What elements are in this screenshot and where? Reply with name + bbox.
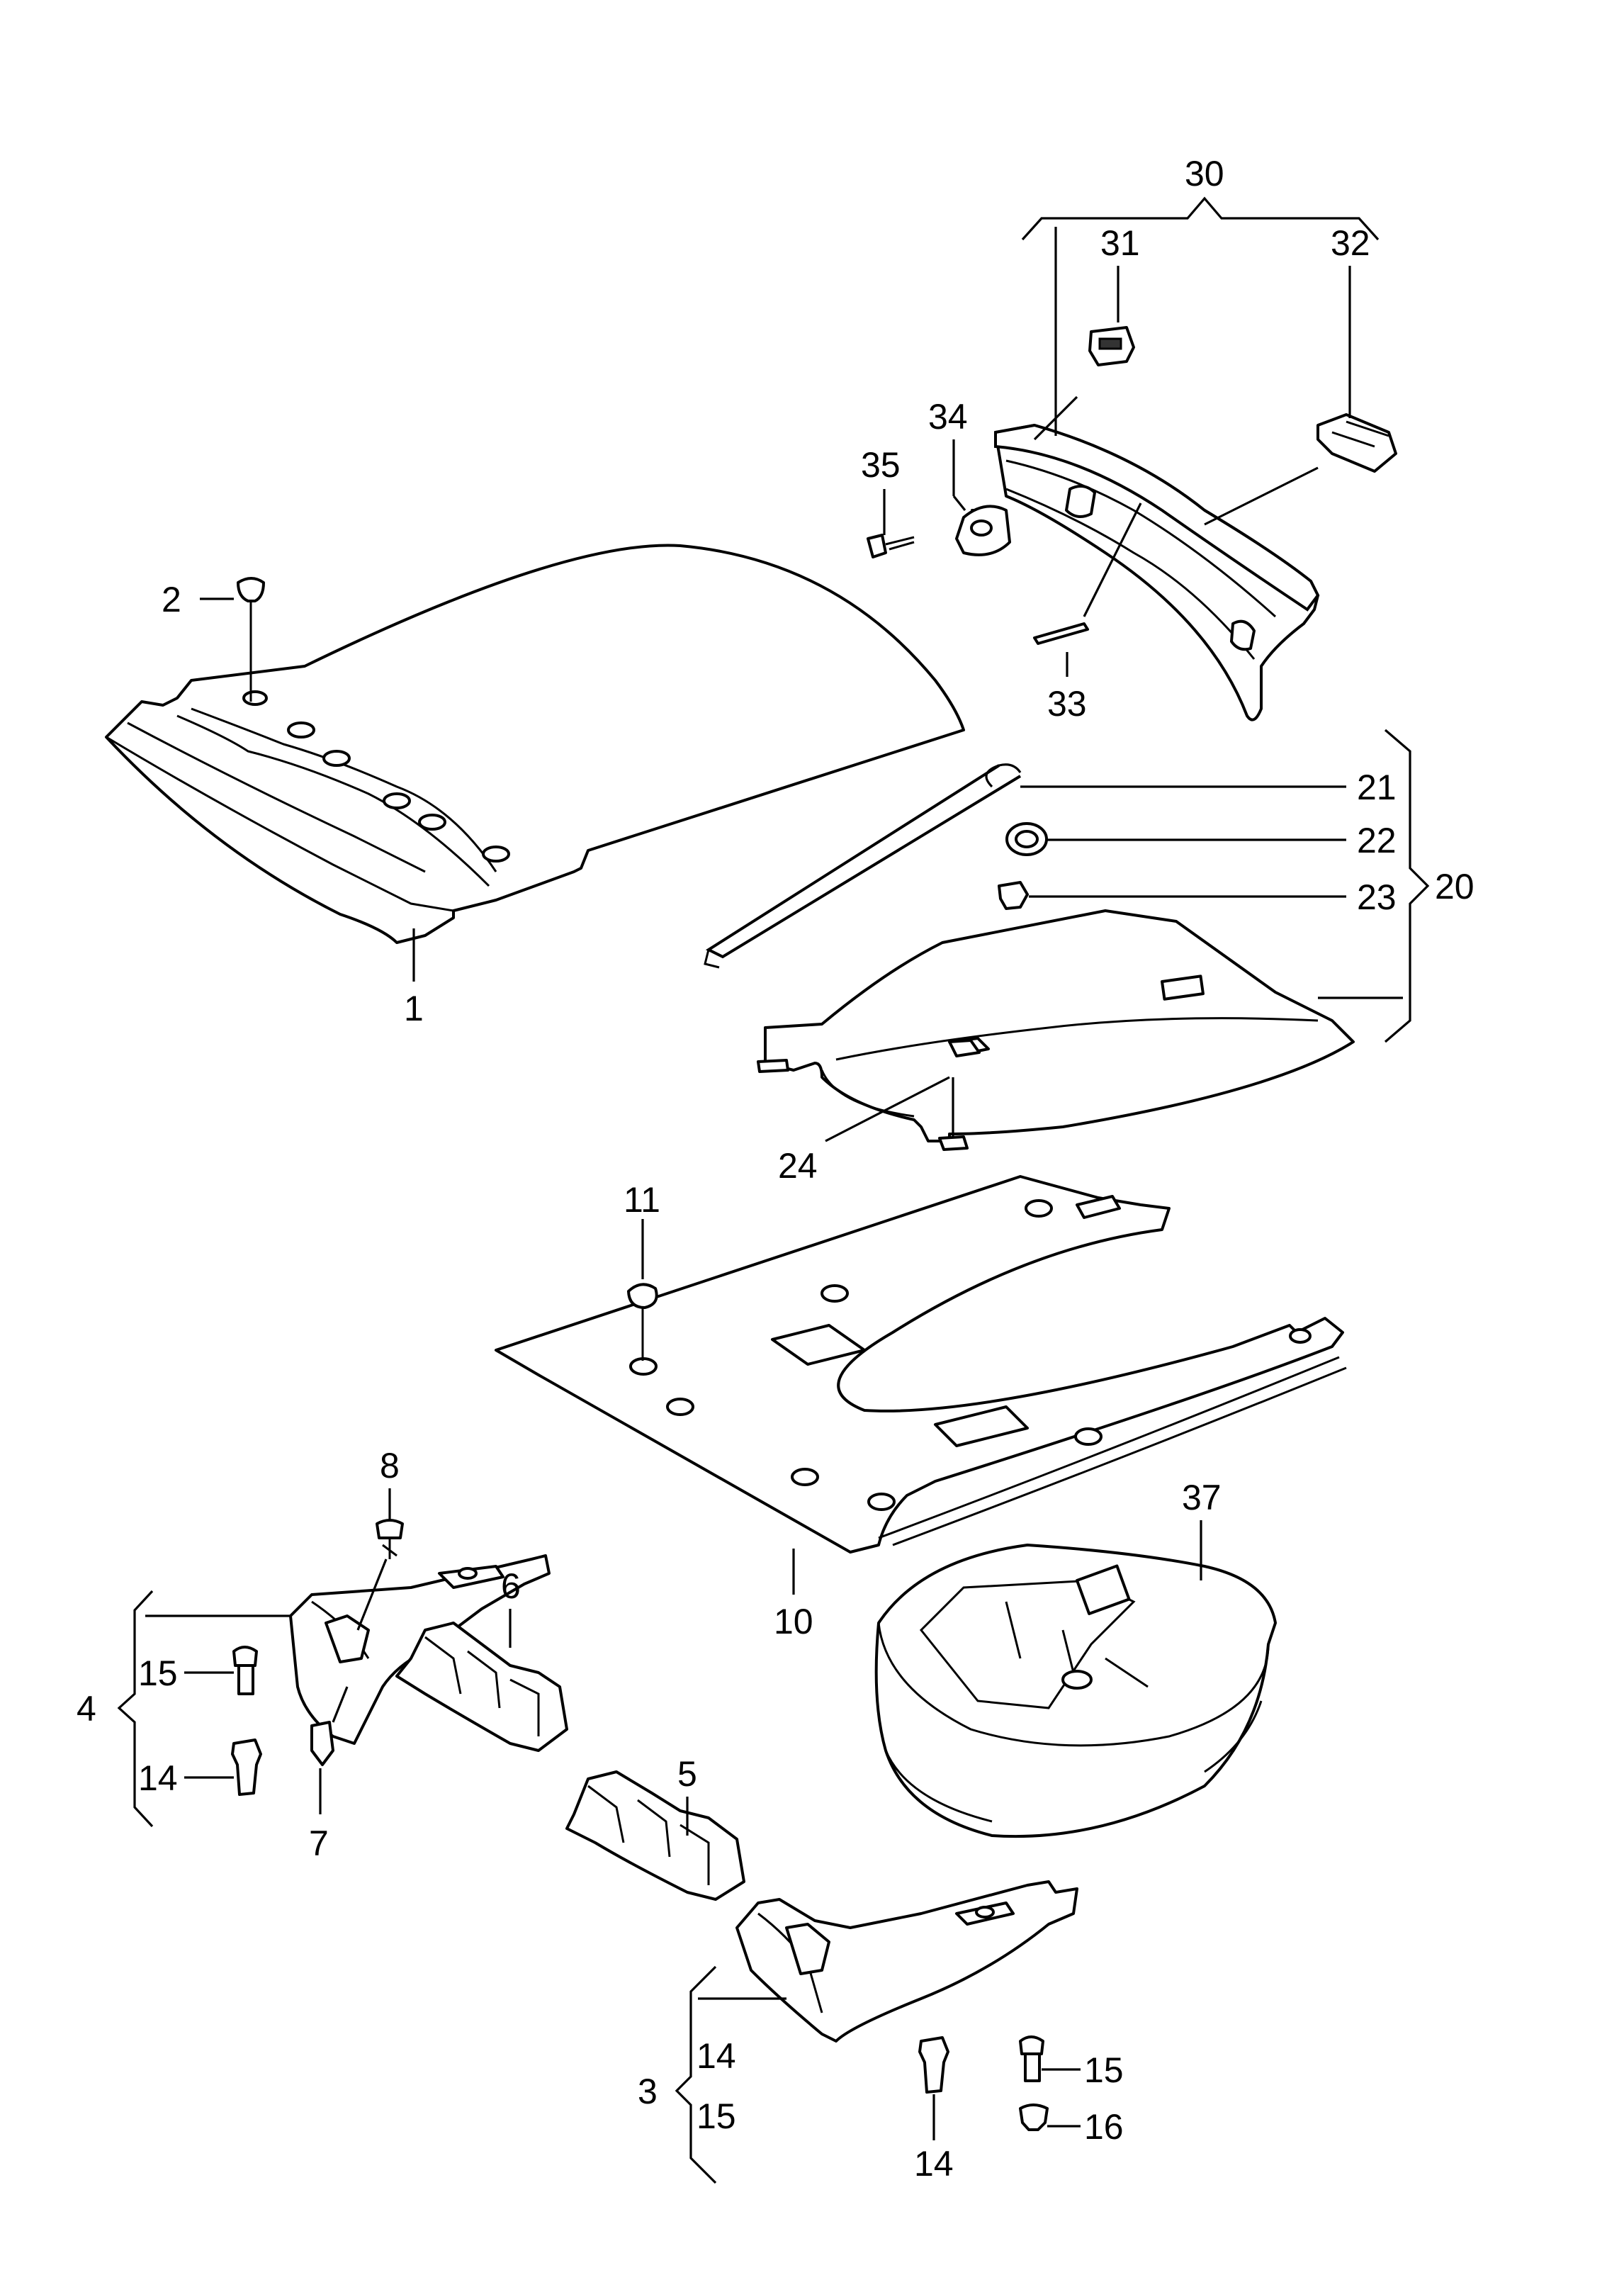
label-part-21: 21 (1357, 768, 1397, 807)
label-part-1: 1 (404, 989, 424, 1028)
label-part-10: 10 (774, 1602, 813, 1641)
clip-part-14-left (231, 1738, 262, 1796)
clip-part-14-bottom (918, 2036, 949, 2094)
label-part-30: 30 (1185, 154, 1224, 193)
label-part-11: 11 (624, 1180, 660, 1220)
screw-part-8 (376, 1519, 404, 1559)
label-part-15-group3: 15 (697, 2096, 736, 2136)
duct-part-5 (565, 1770, 745, 1901)
support-rod-part-21 (704, 763, 1022, 969)
grommet-part-22 (1005, 822, 1048, 856)
clip-part-2 (237, 577, 265, 702)
duct-part-6 (395, 1622, 568, 1752)
label-part-37: 37 (1182, 1478, 1222, 1517)
label-part-5: 5 (677, 1754, 697, 1794)
screw-part-35 (867, 534, 915, 558)
label-part-7: 7 (309, 1824, 329, 1863)
clip-part-23 (998, 881, 1029, 910)
label-part-34: 34 (928, 397, 968, 437)
leader-lines (117, 196, 1430, 2184)
label-part-23: 23 (1357, 877, 1397, 917)
label-part-32: 32 (1331, 223, 1370, 263)
label-part-35: 35 (861, 445, 901, 485)
clip-part-11 (627, 1283, 658, 1361)
label-part-20: 20 (1435, 867, 1474, 906)
label-part-33: 33 (1047, 684, 1087, 724)
floor-panel-part-1 (105, 544, 965, 944)
strip-part-33 (1033, 622, 1089, 645)
label-part-4: 4 (77, 1689, 96, 1729)
trim-panel-part-30 (971, 423, 1320, 721)
label-part-2: 2 (162, 580, 181, 619)
foam-insert-part-37 (874, 1544, 1277, 1838)
label-part-6: 6 (501, 1566, 521, 1606)
clip-part-31 (1088, 326, 1135, 366)
label-part-31: 31 (1100, 223, 1140, 263)
clip-part-32 (1316, 413, 1397, 473)
screw-part-15-left (232, 1646, 258, 1695)
nut-part-16 (1019, 2103, 1049, 2131)
label-part-15-right: 15 (1084, 2050, 1124, 2090)
bracket-part-34 (955, 505, 1011, 556)
part-labels: 1 2 30 31 32 34 35 33 21 22 23 20 24 11 … (77, 154, 1474, 2184)
label-part-15-left: 15 (138, 1653, 178, 1693)
cover-panel-part-20 (757, 909, 1355, 1142)
label-part-14-bottom: 14 (914, 2144, 954, 2184)
bracket-part-3 (735, 1880, 1078, 2043)
floor-carpet-part-10 (495, 1175, 1347, 1554)
label-part-14-left: 14 (138, 1758, 178, 1798)
screw-part-15-right (1019, 2035, 1044, 2082)
label-part-16: 16 (1084, 2107, 1124, 2147)
label-part-22: 22 (1357, 821, 1397, 860)
label-part-14-group3: 14 (697, 2036, 736, 2076)
label-part-3: 3 (638, 2072, 658, 2111)
clip-part-7 (310, 1721, 334, 1766)
label-part-24: 24 (778, 1146, 818, 1186)
clip-part-24 (938, 1039, 981, 1151)
label-part-8: 8 (380, 1446, 400, 1485)
